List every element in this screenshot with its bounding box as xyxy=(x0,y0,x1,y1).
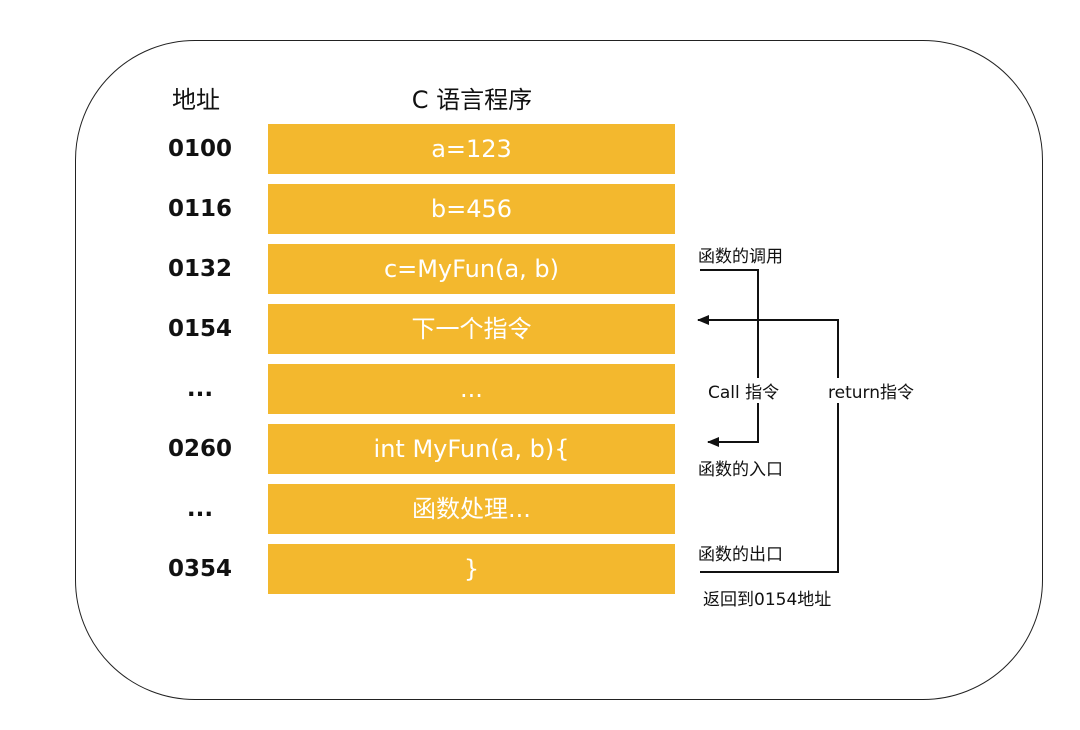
rounded-frame xyxy=(75,40,1043,700)
code-cell: 函数处理... xyxy=(268,484,675,534)
address-label: 0154 xyxy=(167,316,232,342)
code-cell: c=MyFun(a, b) xyxy=(268,244,675,294)
function-call-label: 函数的调用 xyxy=(698,247,783,267)
code-cell: a=123 xyxy=(268,124,675,174)
program-column-header: C 语言程序 xyxy=(411,86,533,114)
address-label: 0132 xyxy=(167,256,232,282)
return-instruction-label: return指令 xyxy=(828,378,914,403)
function-entry-label: 函数的入口 xyxy=(698,460,783,480)
return-arrow xyxy=(697,315,839,573)
return-to-address-label: 返回到0154地址 xyxy=(703,590,832,610)
address-label: 0354 xyxy=(167,556,232,582)
call-arrow xyxy=(700,269,759,447)
address-label: ... xyxy=(186,376,214,402)
address-label: 0260 xyxy=(167,436,232,462)
code-cell: int MyFun(a, b){ xyxy=(268,424,675,474)
code-cell: b=456 xyxy=(268,184,675,234)
address-label: ... xyxy=(186,496,214,522)
address-label: 0116 xyxy=(167,196,232,222)
address-column-header: 地址 xyxy=(172,86,220,114)
code-cell: ... xyxy=(268,364,675,414)
code-cell: } xyxy=(268,544,675,594)
call-instruction-label: Call 指令 xyxy=(708,378,784,403)
code-cell: 下一个指令 xyxy=(268,304,675,354)
function-exit-label: 函数的出口 xyxy=(698,545,783,565)
address-label: 0100 xyxy=(167,136,232,162)
